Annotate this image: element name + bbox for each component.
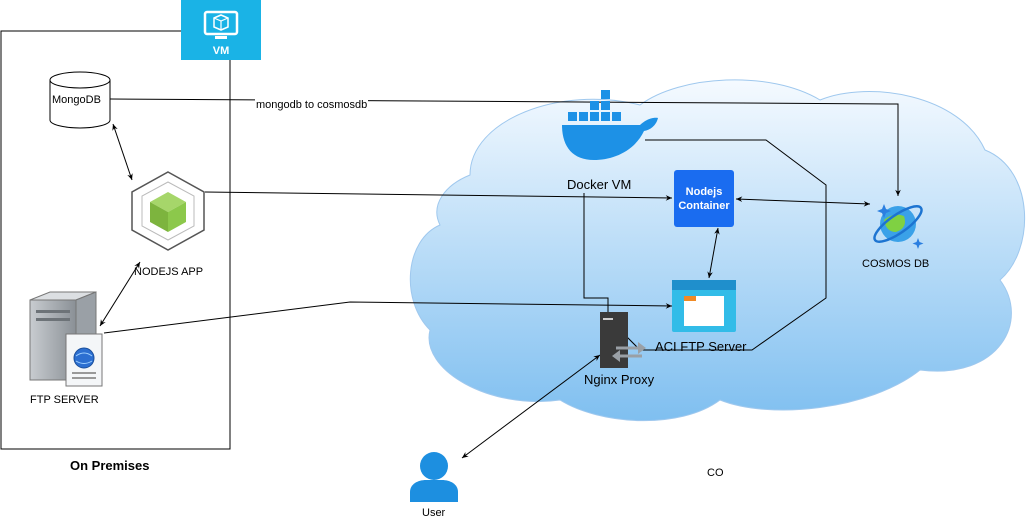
edge-mongo-to-cosmos	[109, 98, 901, 196]
nodejs-container-line2: Container	[678, 199, 730, 212]
on-premises-boundary	[0, 30, 231, 450]
mongodb-icon	[49, 71, 111, 129]
aci-ftp-server-icon	[672, 280, 736, 332]
edge-nodejs-ftp	[99, 261, 141, 327]
co-label: CO	[707, 467, 724, 479]
docker-vm-label: Docker VM	[567, 177, 632, 192]
vm-badge: VM	[181, 0, 261, 60]
nodejs-container-line1: Nodejs	[685, 185, 723, 198]
edge-nodejs-to-container	[204, 191, 673, 201]
on-premises-title: On Premises	[70, 458, 150, 473]
edge-container-cosmos	[735, 196, 871, 207]
edge-docker-to-nginx	[583, 139, 827, 351]
edge-container-aci	[707, 227, 720, 279]
docker-icon	[562, 90, 658, 160]
vm-label: VM	[212, 45, 230, 57]
ftp-server-label: FTP SERVER	[30, 394, 99, 406]
user-icon	[410, 452, 458, 502]
monitor-icon	[203, 10, 239, 39]
edge-mongo-nodejs	[112, 123, 133, 181]
user-label: User	[422, 507, 446, 519]
nginx-proxy-label: Nginx Proxy	[584, 372, 655, 387]
cosmos-db-label: COSMOS DB	[862, 258, 930, 270]
nginx-proxy-icon	[600, 312, 646, 368]
edge-user-nginx	[461, 354, 601, 459]
azure-cloud	[409, 79, 1026, 422]
edge-ftp-to-aci	[103, 301, 673, 334]
aci-ftp-server-label: ACI FTP Server	[655, 339, 747, 354]
edge-label-mongo-to-cosmos: mongodb to cosmosdb	[255, 99, 369, 111]
nodejs-container-box: Nodejs Container	[674, 170, 734, 227]
nodejs-app-icon	[131, 171, 205, 251]
nodejs-app-label: NODEJS APP	[134, 266, 204, 278]
ftp-server-icon	[29, 291, 103, 387]
mongodb-label: MongoDB	[52, 94, 101, 106]
cosmos-db-icon	[873, 204, 924, 249]
